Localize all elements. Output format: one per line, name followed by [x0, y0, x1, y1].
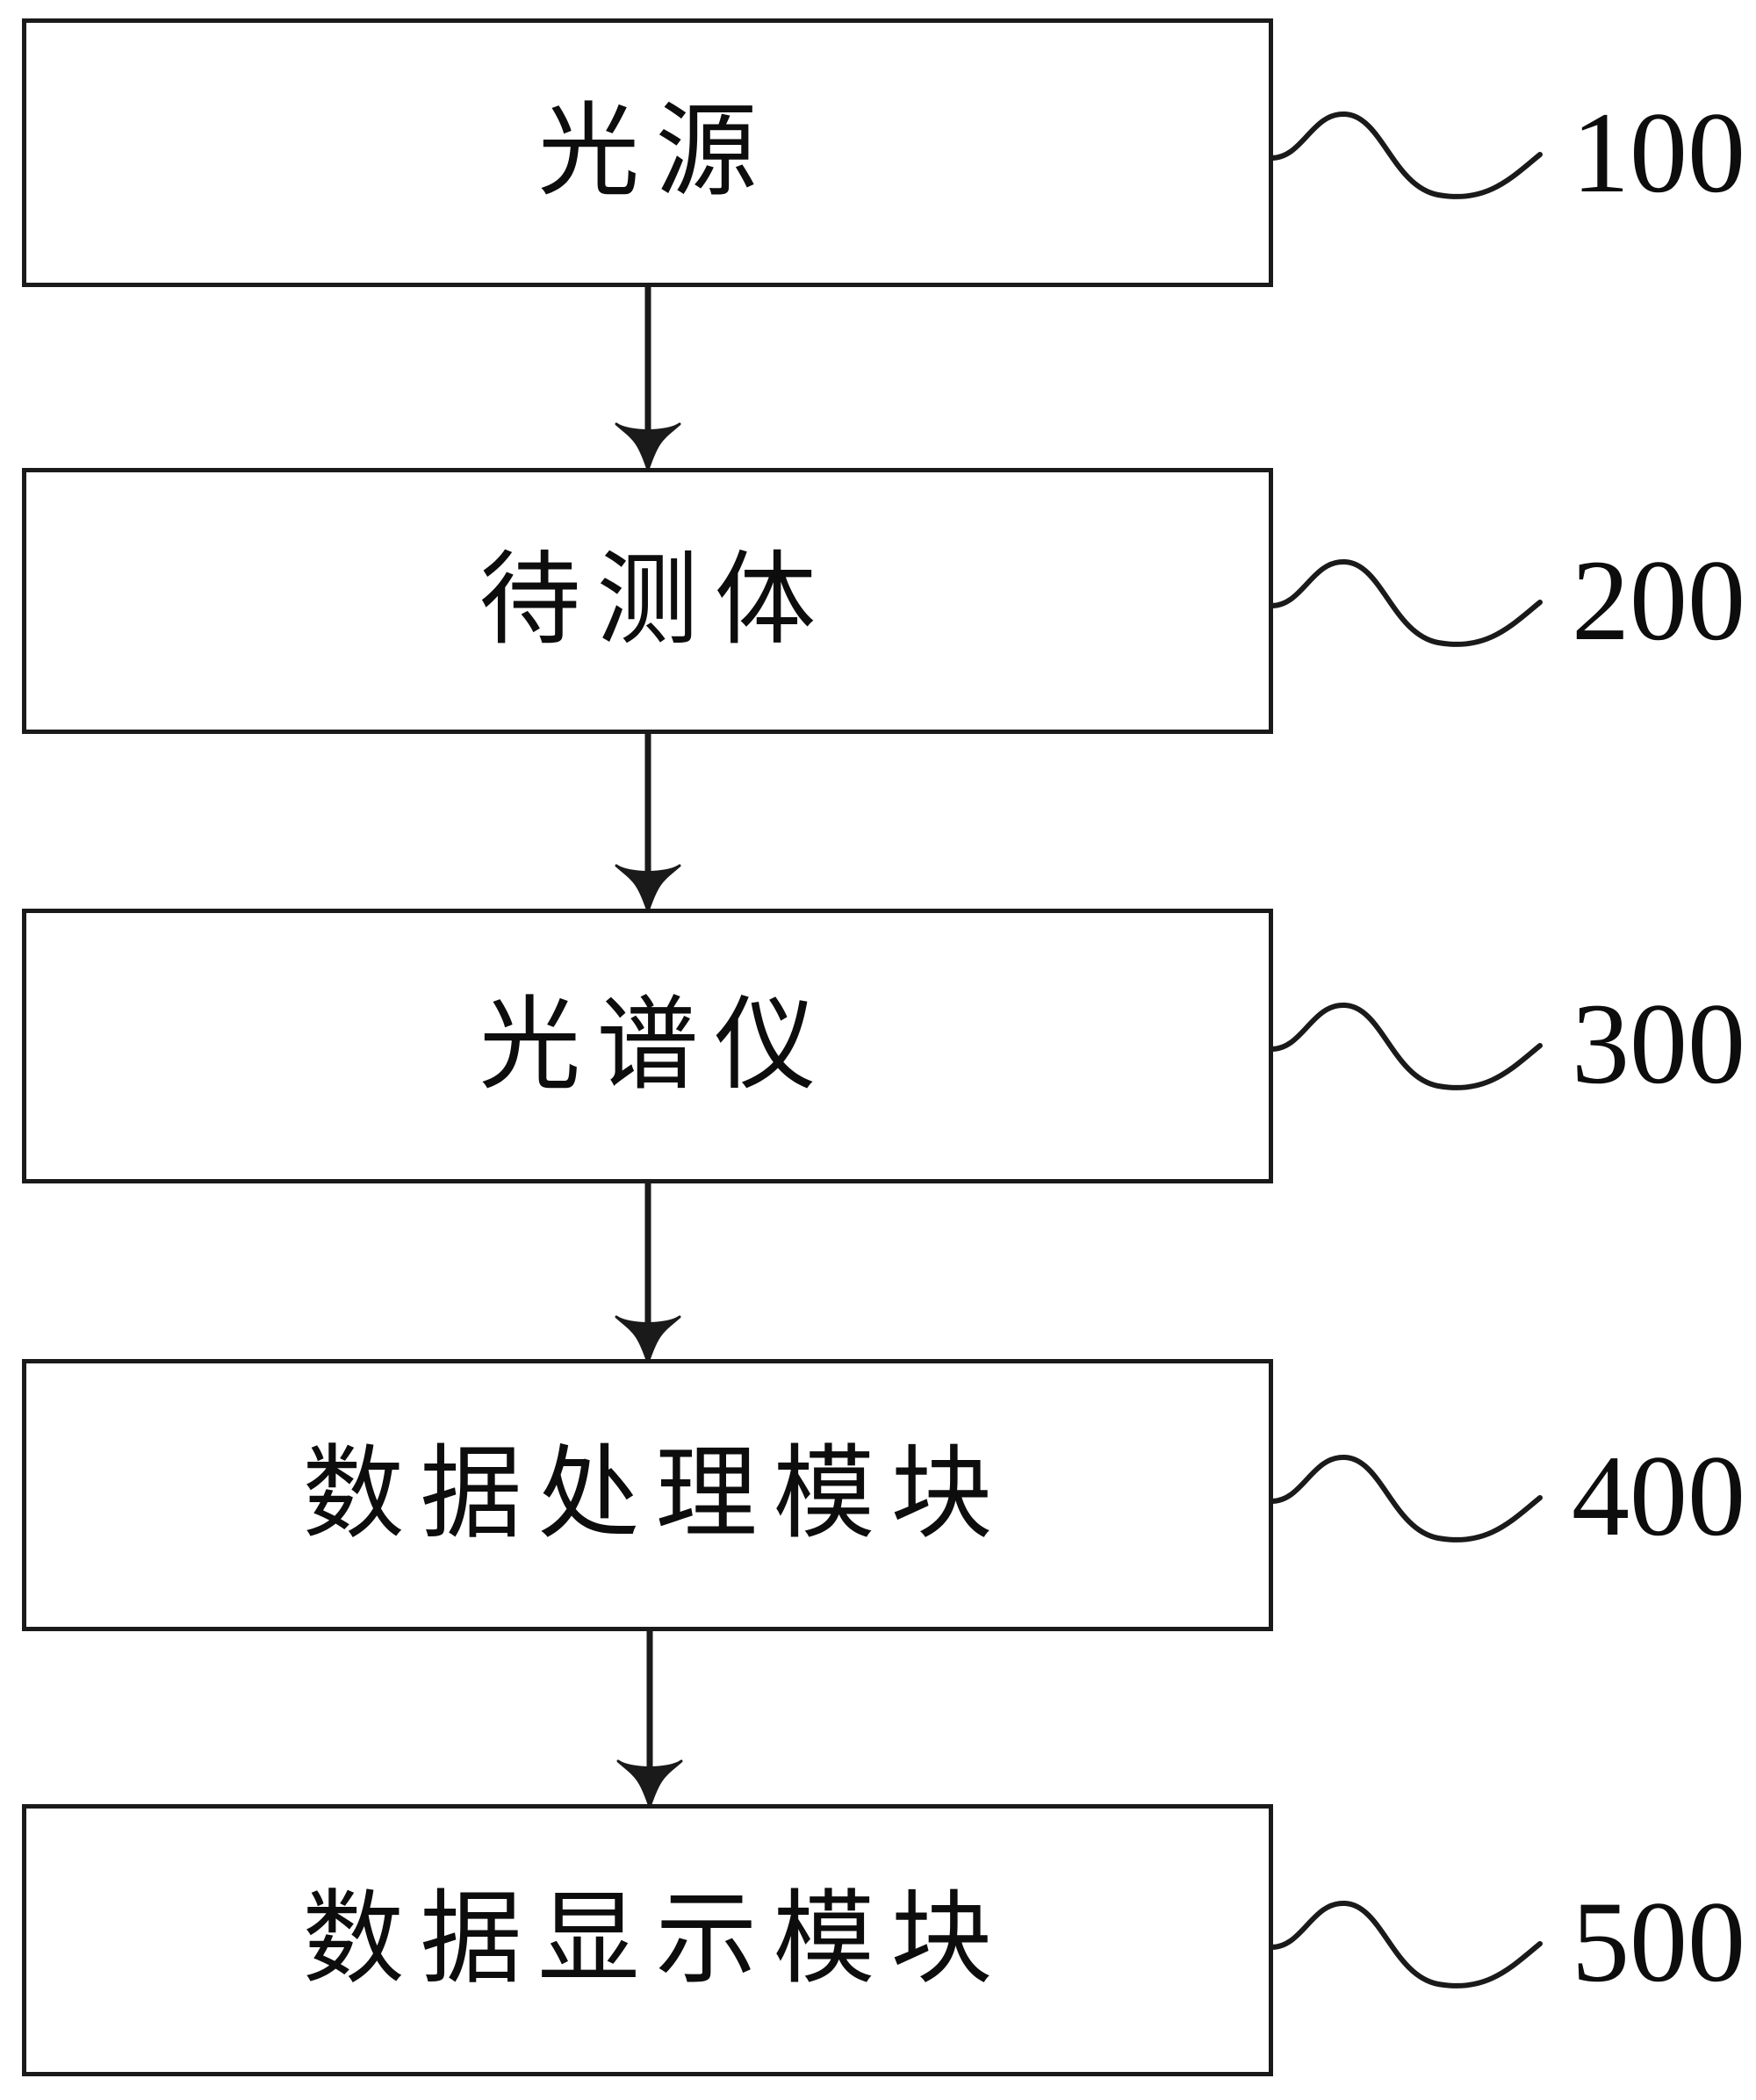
node-light-source[interactable]: 光源 — [22, 18, 1273, 287]
node-object-under-test[interactable]: 待测体 — [22, 468, 1273, 734]
ref-number-500: 500 — [1572, 1877, 1745, 2006]
connector-object-to-spectrometer — [615, 730, 681, 913]
ref-number-400: 400 — [1572, 1431, 1745, 1560]
leader-line-400 — [1269, 1454, 1543, 1543]
ref-number-200: 200 — [1572, 536, 1745, 665]
connector-light-source-to-object — [615, 284, 681, 471]
leader-line-500 — [1269, 1900, 1543, 1989]
leader-line-200 — [1269, 558, 1543, 647]
leader-line-300 — [1269, 1002, 1543, 1090]
leader-line-100 — [1269, 111, 1543, 199]
ref-number-100: 100 — [1572, 88, 1745, 217]
node-object-under-test-label: 待测体 — [479, 544, 832, 658]
node-data-processing[interactable]: 数据处理模块 — [22, 1359, 1273, 1631]
node-spectrometer-label: 光谱仪 — [479, 989, 832, 1103]
ref-number-300: 300 — [1572, 979, 1745, 1108]
connector-spectrometer-to-processing — [615, 1180, 681, 1364]
connector-processing-to-display — [616, 1628, 683, 1809]
node-data-display[interactable]: 数据显示模块 — [22, 1804, 1273, 2076]
node-spectrometer[interactable]: 光谱仪 — [22, 909, 1273, 1183]
node-data-processing-label: 数据处理模块 — [302, 1439, 1009, 1551]
node-light-source-label: 光源 — [537, 97, 774, 209]
node-data-display-label: 数据显示模块 — [302, 1884, 1009, 1996]
